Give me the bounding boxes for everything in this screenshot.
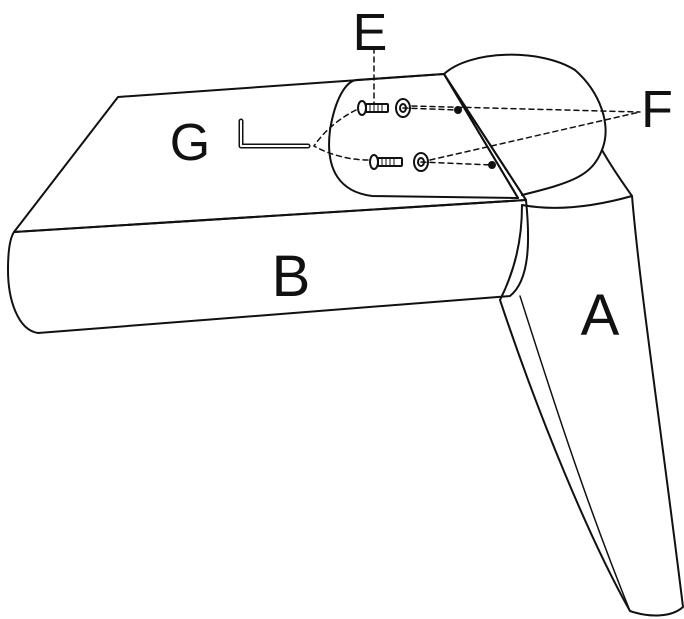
label-e: E: [353, 4, 388, 62]
seat-top: [13, 73, 527, 233]
mounting-plate: [328, 73, 519, 199]
leg-top-block: [443, 53, 607, 196]
bolt-upper: [357, 100, 389, 116]
label-f: F: [641, 81, 673, 139]
hole-lower: [488, 161, 496, 169]
seat-front: [7, 199, 530, 334]
label-b: B: [272, 244, 311, 309]
leg-a: [499, 149, 684, 617]
label-a: A: [581, 283, 620, 348]
label-g: G: [170, 114, 210, 172]
leader-lines: [313, 47, 641, 166]
bolt-lower: [369, 154, 403, 170]
hex-key: [238, 118, 311, 149]
